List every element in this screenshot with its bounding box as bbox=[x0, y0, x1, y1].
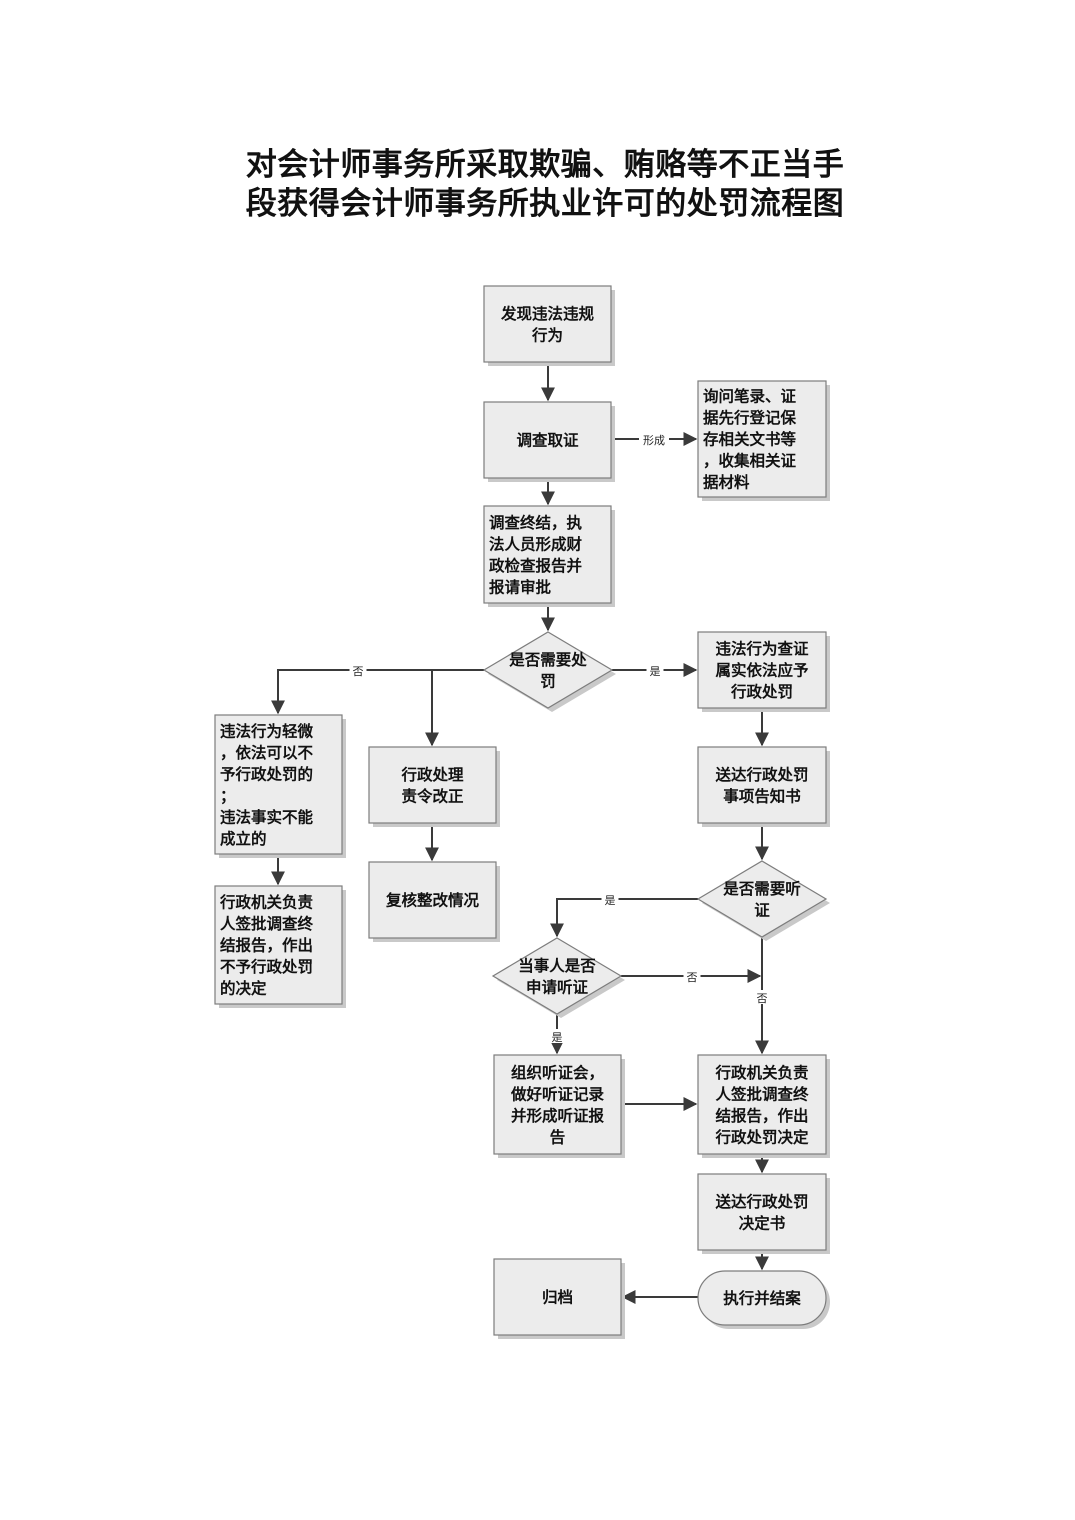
node-text-line: 当事人是否 bbox=[518, 956, 596, 975]
edge-label-bg bbox=[646, 663, 664, 677]
node-text-line: 发现违法违规 bbox=[500, 304, 595, 323]
node-text-line: ，收集相关证 bbox=[703, 451, 797, 470]
edge-penalty-no-to-minor bbox=[271, 669, 484, 715]
node-text-line: 申请听证 bbox=[526, 977, 589, 996]
edge-label-bg bbox=[639, 432, 669, 446]
node-text-line: 送达行政处罚 bbox=[714, 765, 808, 784]
node-text-line: 调查取证 bbox=[516, 431, 579, 450]
node-text-line: 行政处罚 bbox=[730, 682, 793, 701]
edge-label-bg bbox=[548, 1029, 566, 1043]
edge-label-no: 否 bbox=[757, 992, 768, 1005]
node-text-line: 行为 bbox=[531, 325, 563, 344]
node-text-line: 做好听证记录 bbox=[510, 1084, 605, 1103]
node-text-line: 组织听证会， bbox=[511, 1063, 604, 1082]
node-text-line: 行政机关负责 bbox=[219, 893, 313, 912]
edge-label-bg bbox=[683, 969, 701, 983]
node-text-line: 违法行为轻微 bbox=[220, 721, 314, 740]
edge-label-no: 否 bbox=[353, 665, 364, 678]
node-text-line: 存相关文书等 bbox=[703, 430, 797, 449]
edge-label-no: 否 bbox=[687, 971, 698, 984]
node-text-line: 复核整改情况 bbox=[385, 891, 480, 910]
edge-label-bg bbox=[349, 663, 367, 677]
node-text-line: 属实依法应予 bbox=[715, 661, 809, 680]
node-text-line: 违法行为查证 bbox=[715, 639, 809, 658]
node-execute: 执行并结案 bbox=[697, 1270, 830, 1329]
node-text-line: 行政处罚决定 bbox=[714, 1127, 809, 1146]
node-text-line: 询问笔录、证 bbox=[703, 387, 797, 406]
node-text-line: 政检查报告并 bbox=[489, 556, 583, 575]
node-text-line: 违法事实不能 bbox=[220, 807, 314, 826]
node-text-line: 证 bbox=[754, 901, 770, 919]
node-text-line: 罚 bbox=[540, 672, 556, 690]
page-title-line-1: 对会计师事务所采取欺骗、贿赂等不正当手 bbox=[245, 147, 845, 183]
page-title-line-2: 段获得会计师事务所执业许可的处罚流程图 bbox=[245, 186, 845, 222]
node-text-line: 的决定 bbox=[220, 979, 267, 998]
node-text-line: 行政处理 bbox=[400, 765, 464, 784]
node-text-line: 是否需要听 bbox=[722, 879, 801, 898]
node-text-line: 告 bbox=[550, 1127, 566, 1146]
node-text-line: 调查终结，执 bbox=[489, 513, 583, 532]
node-text-line: 行政机关负责 bbox=[714, 1063, 808, 1082]
node-investigate: 调查取证 bbox=[483, 401, 615, 482]
node-text-line: 人签批调查终 bbox=[220, 914, 314, 933]
node-text-line: 执行并结案 bbox=[723, 1289, 801, 1308]
node-text-line: 人签批调查终 bbox=[715, 1084, 809, 1103]
node-text-line: ； bbox=[220, 787, 236, 805]
node-text-line: 结报告，作出 bbox=[714, 1106, 808, 1125]
node-text-line: 予行政处罚的 bbox=[220, 764, 313, 783]
node-text-line: 事项告知书 bbox=[723, 786, 801, 805]
edge-label-form: 形成 bbox=[643, 434, 665, 447]
node-text-line: 归档 bbox=[542, 1288, 573, 1307]
node-text-line: 送达行政处罚 bbox=[714, 1192, 808, 1211]
node-text-line: 成立的 bbox=[220, 829, 267, 848]
node-review: 复核整改情况 bbox=[368, 861, 500, 942]
edge-hearing-yes-to-party bbox=[550, 898, 698, 938]
edge-label-yes: 是 bbox=[552, 1031, 563, 1044]
node-text-line: 并形成听证报 bbox=[511, 1106, 605, 1125]
edge-label-yes: 是 bbox=[650, 665, 661, 678]
node-text-line: ，依法可以不 bbox=[220, 743, 314, 762]
node-text-line: 结报告，作出 bbox=[219, 936, 313, 955]
node-archive: 归档 bbox=[493, 1258, 625, 1339]
edge-label-bg bbox=[601, 892, 619, 906]
node-text-line: 报请审批 bbox=[489, 577, 552, 596]
edge-label-bg bbox=[753, 990, 771, 1004]
node-text-line: 决定书 bbox=[739, 1213, 786, 1232]
edge-label-yes: 是 bbox=[605, 894, 616, 907]
node-text-line: 责令改正 bbox=[401, 786, 464, 805]
node-text-line: 据先行登记保 bbox=[703, 408, 797, 427]
node-text-line: 据材料 bbox=[703, 473, 750, 492]
node-text-line: 法人员形成财 bbox=[489, 534, 583, 553]
node-text-line: 不予行政处罚 bbox=[220, 957, 313, 976]
node-text-line: 是否需要处 bbox=[508, 650, 587, 669]
